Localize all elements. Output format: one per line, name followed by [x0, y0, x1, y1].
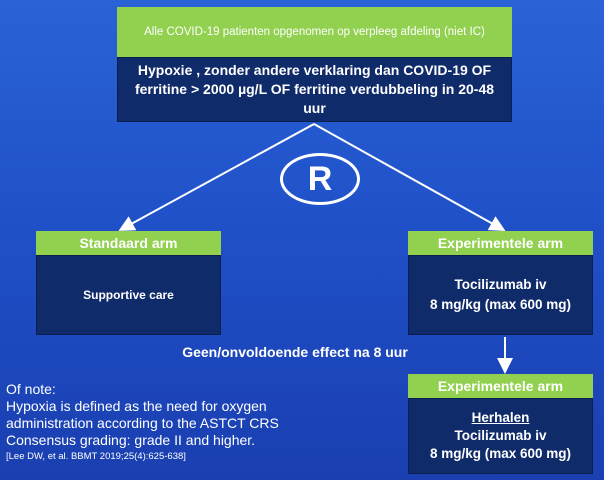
experimental-arm-dose: 8 mg/kg (max 600 mg): [429, 297, 572, 312]
inclusion-criteria-box: Hypoxie , zonder andere verklaring dan C…: [117, 57, 512, 122]
experimental-arm-drug: Tocilizumab iv: [454, 277, 547, 292]
standard-arm-title: Standaard arm: [79, 235, 178, 251]
randomization-oval: R: [280, 153, 360, 205]
standard-arm-header: Standaard arm: [36, 231, 221, 255]
randomization-label: R: [307, 159, 333, 198]
experimental-arm-header: Experimentele arm: [408, 231, 593, 255]
inclusion-criteria-text: Hypoxie , zonder andere verklaring dan C…: [134, 62, 495, 116]
repeat-arm-header: Experimentele arm: [408, 374, 593, 398]
inclusion-header: Alle COVID-19 patienten opgenomen op ver…: [117, 7, 512, 57]
repeat-arm-dose: 8 mg/kg (max 600 mg): [429, 446, 572, 461]
note-reference: [Lee DW, et al. BBMT 2019;25(4):625-638]: [6, 451, 186, 462]
repeat-arm-box: Herhalen Tocilizumab iv 8 mg/kg (max 600…: [408, 398, 593, 474]
standard-arm-text: Supportive care: [83, 288, 174, 302]
note-line: administration according to the ASTCT CR…: [6, 415, 279, 431]
note-line: Consensus grading: grade II and higher.: [6, 432, 256, 448]
arrow-to-standard-arm: [118, 123, 315, 231]
arrow-to-experimental-arm: [313, 123, 506, 231]
repeat-arm-drug: Tocilizumab iv: [454, 428, 547, 443]
no-effect-label: Geen/onvoldoende effect na 8 uur: [182, 344, 408, 360]
inclusion-header-text: Alle COVID-19 patienten opgenomen op ver…: [144, 25, 485, 38]
experimental-arm-title: Experimentele arm: [437, 235, 564, 251]
repeat-label: Herhalen: [471, 410, 530, 425]
note-line: Hypoxia is defined as the need for oxyge…: [6, 398, 267, 414]
standard-arm-box: Supportive care: [36, 255, 221, 335]
note-heading: Of note:: [6, 381, 56, 397]
experimental-arm-box: Tocilizumab iv 8 mg/kg (max 600 mg): [408, 255, 593, 335]
repeat-arm-title: Experimentele arm: [437, 378, 564, 394]
footnote: Of note: Hypoxia is defined as the need …: [6, 381, 336, 464]
